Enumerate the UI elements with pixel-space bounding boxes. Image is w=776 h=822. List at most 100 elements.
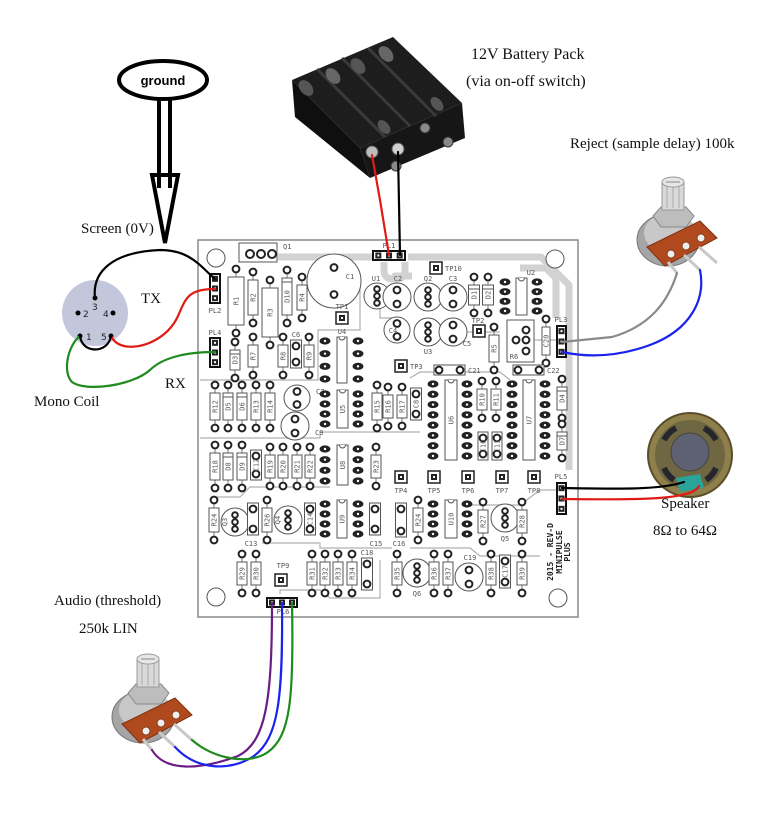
pad-hole: [400, 365, 402, 367]
component-c19: C19: [454, 554, 484, 592]
component-label: C12: [253, 459, 261, 472]
component-label: R18: [212, 460, 220, 473]
solder-pad: [443, 588, 453, 598]
component-label: C13: [245, 540, 258, 548]
component-c18: C18: [361, 549, 373, 591]
pad-hole: [431, 522, 435, 526]
solder-pad: [278, 442, 288, 452]
speaker-label: Speaker: [661, 496, 710, 512]
solder-pad: [521, 335, 531, 345]
solder-pad: [297, 272, 307, 282]
speaker-impedance: 8Ω to 64Ω: [653, 523, 717, 539]
solder-pad: [291, 341, 301, 351]
component-label: R37: [445, 567, 453, 580]
component-r4: R4: [296, 272, 308, 323]
solder-pad: [478, 433, 488, 443]
solder-pad: [209, 495, 219, 505]
solder-pad: [373, 285, 381, 293]
component-c17: C17: [499, 554, 511, 589]
solder-pad: [245, 249, 255, 259]
solder-pad: [292, 442, 302, 452]
solder-pad: [413, 562, 421, 570]
speaker-slot: [702, 425, 719, 442]
pcb-trace: [200, 431, 420, 439]
component-label: R35: [394, 567, 402, 580]
component-label: PL1: [383, 242, 396, 250]
pad-hole: [323, 502, 327, 506]
battery-pack: [292, 37, 465, 178]
ic-notch: [518, 277, 525, 282]
component-body: [541, 326, 551, 356]
solder-pad: [305, 504, 315, 514]
pad-hole: [465, 454, 469, 458]
component-d4: D4: [556, 374, 568, 423]
component-body: [490, 388, 502, 411]
audio-wire-1: [150, 601, 274, 768]
audio-wire-2: [173, 601, 284, 768]
pad-hole: [510, 434, 514, 437]
solder-pad: [373, 299, 381, 307]
component-tp5: TP5: [427, 470, 441, 495]
pad-hole: [543, 423, 547, 427]
solder-pad: [329, 263, 339, 272]
solder-pad: [392, 332, 402, 341]
solder-pad: [231, 328, 241, 338]
pad-hole: [431, 403, 435, 406]
component-r21: R21: [291, 442, 303, 491]
solder-pad: [392, 588, 402, 598]
mounting-hole: [206, 248, 226, 268]
solder-pad: [256, 249, 266, 259]
solder-pad: [237, 440, 247, 450]
battery-cell-divider: [315, 67, 387, 139]
solder-pad: [489, 365, 499, 375]
pad-hole: [510, 454, 514, 458]
component-body: [410, 387, 422, 421]
component-label: TP4: [395, 487, 408, 495]
solder-pad: [307, 588, 317, 598]
component-r18: R18: [209, 440, 221, 493]
solder-pad: [278, 370, 288, 380]
solder-pad: [424, 321, 432, 329]
solder-pad: [511, 335, 521, 345]
component-body: [438, 317, 468, 347]
component-r20: R20: [277, 442, 289, 491]
rx-label: RX: [165, 376, 186, 392]
component-body: [303, 344, 315, 368]
component-label: R8: [280, 352, 288, 360]
solder-pad: [278, 481, 288, 491]
component-label: R9: [306, 352, 314, 360]
component-body: [304, 454, 316, 479]
pad-hole: [433, 476, 435, 478]
component-label: TP3: [410, 363, 423, 371]
reject-potentiometer: [635, 175, 719, 275]
solder-pad: [292, 387, 302, 396]
component-label: C22: [547, 367, 560, 375]
solder-pad: [486, 588, 496, 598]
wires: [65, 150, 703, 768]
battery-note: (via on-off switch): [466, 73, 586, 90]
component-label: R28: [519, 515, 527, 528]
component-label: R23: [373, 460, 381, 473]
component-u8: U8: [319, 444, 364, 486]
pad-hole: [323, 532, 327, 536]
solder-pad: [320, 588, 330, 598]
component-body: [250, 561, 262, 586]
pad-hole: [465, 532, 469, 536]
component-c3: C3: [438, 275, 468, 312]
component-body: [247, 344, 259, 368]
component-body: [236, 561, 248, 586]
solder-pad: [464, 565, 474, 575]
component-d9: D9: [236, 440, 248, 493]
component-r1: R1: [227, 264, 245, 338]
pad-hole: [510, 423, 514, 427]
solder-pad: [469, 272, 479, 282]
speaker: [647, 412, 733, 498]
component-body: [491, 431, 503, 461]
component-label: R21: [294, 460, 302, 473]
solder-pad: [267, 249, 277, 259]
battery-rivet: [442, 136, 454, 148]
component-r35: R35: [391, 549, 403, 598]
component-label: C8: [413, 400, 421, 408]
battery-negative-wire: [396, 150, 402, 257]
